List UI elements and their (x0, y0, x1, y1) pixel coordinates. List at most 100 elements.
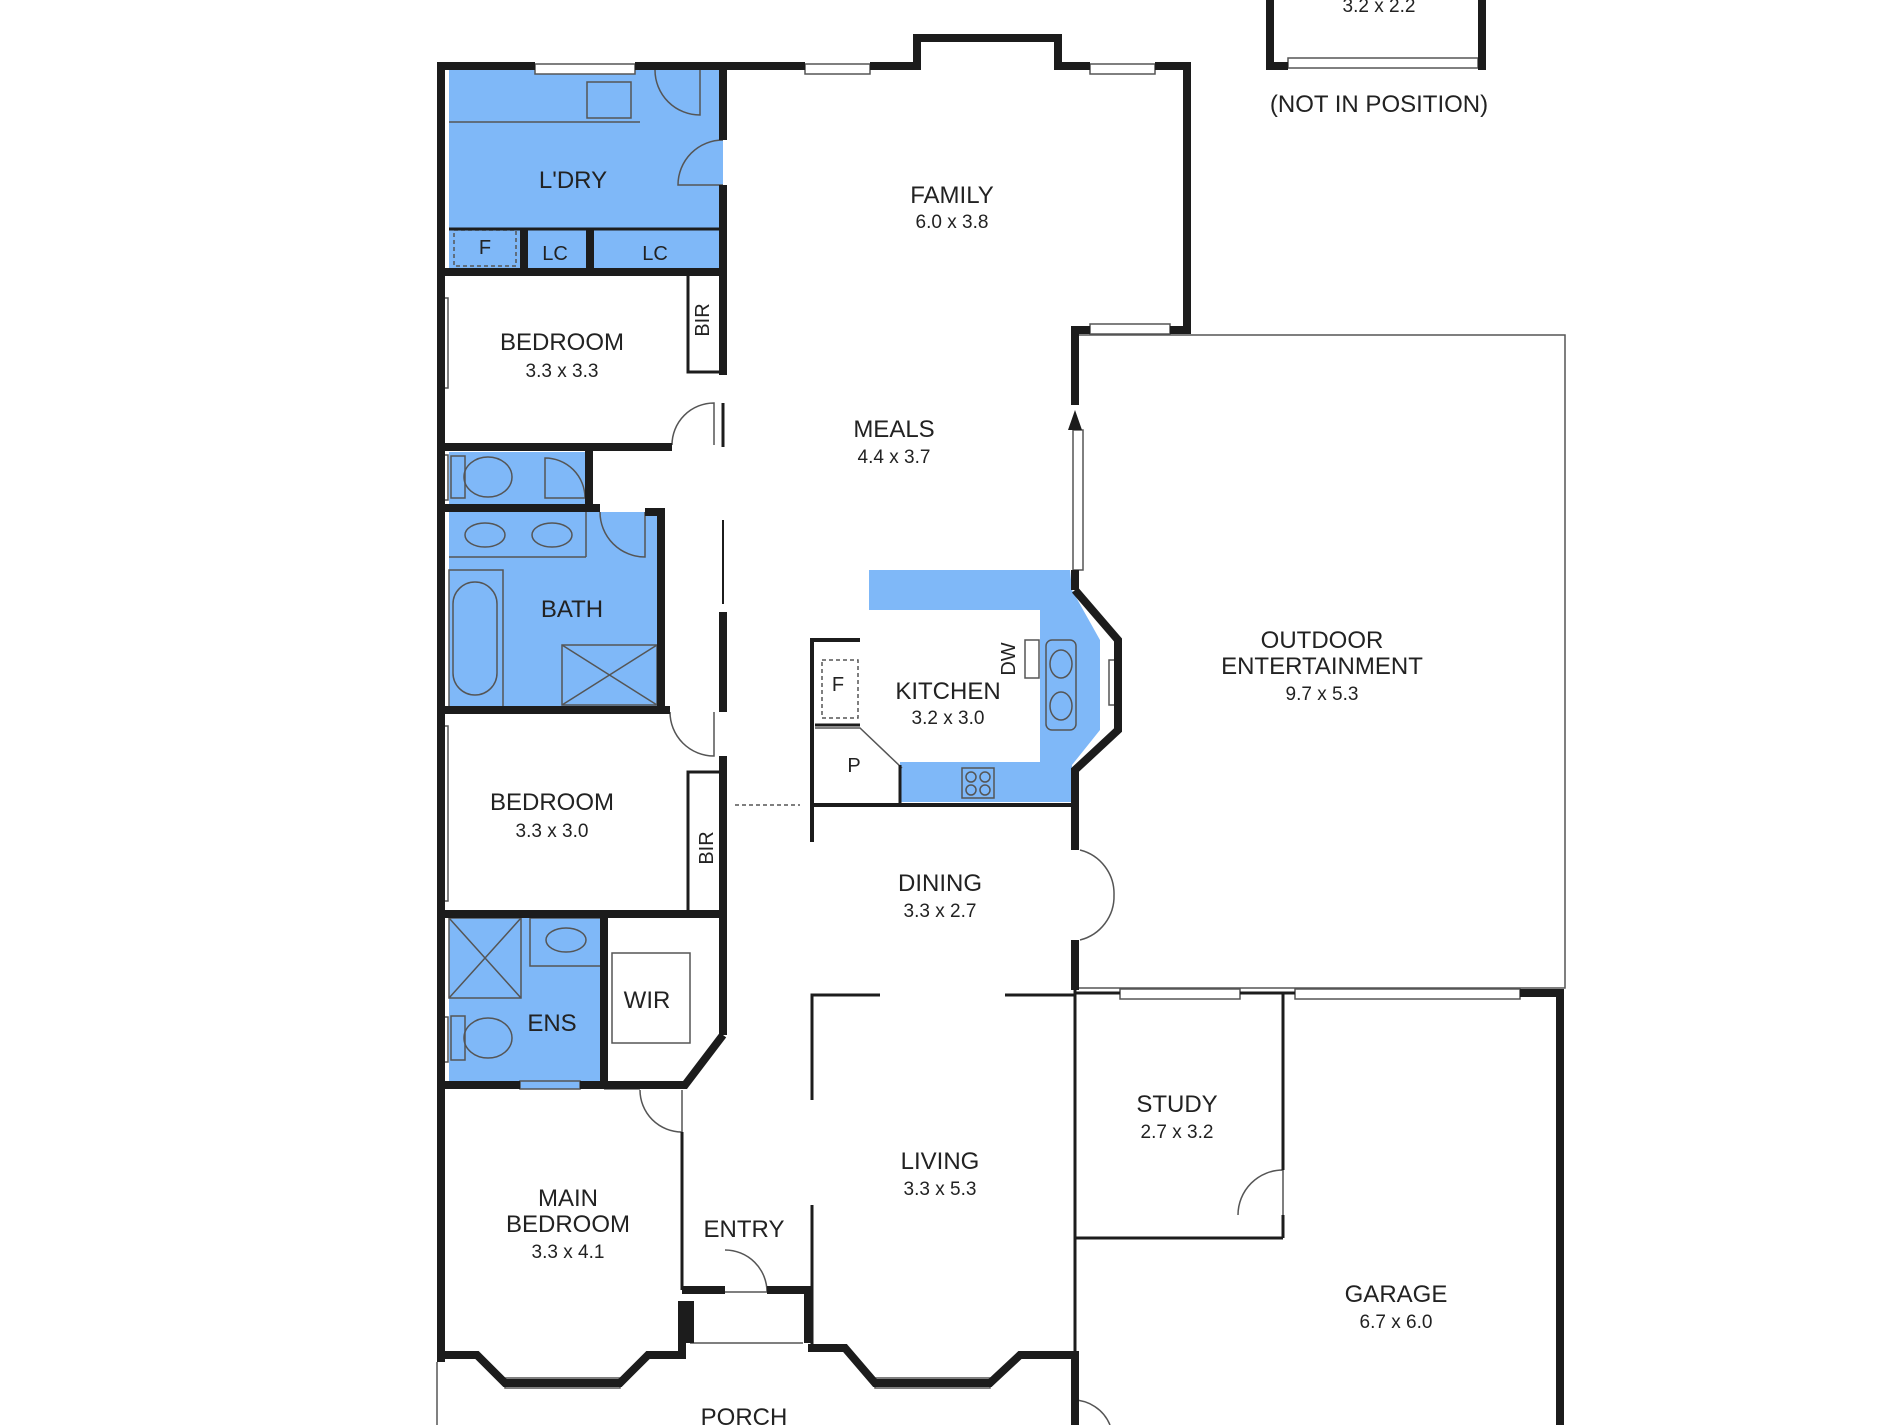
window-family-2 (1089, 63, 1156, 75)
living-dims: 3.3 x 5.3 (904, 1179, 977, 1200)
labels: 3.2 x 2.2 (NOT IN POSITION) L'DRY F LC L… (479, 0, 1488, 1425)
bath-door-arc (599, 511, 646, 558)
ensuite-shower-x2 (448, 917, 522, 999)
bath-fill (449, 512, 659, 707)
linen1-label: LC (542, 243, 568, 265)
bedroom1-dims: 3.3 x 3.3 (526, 361, 599, 382)
wall-family-east (1155, 62, 1191, 334)
shed-walls (1266, 0, 1288, 70)
shed-walls-right (1478, 0, 1486, 70)
walls (437, 0, 1564, 1425)
dishwasher (1024, 639, 1040, 679)
family-name: FAMILY (910, 182, 994, 209)
meals-name: MEALS (853, 416, 934, 443)
outdoor-outline (1078, 334, 1566, 989)
living-name: LIVING (901, 1148, 980, 1175)
ensuite-toilet-cistern (450, 1015, 466, 1061)
wall-living-west (810, 993, 880, 1100)
study-name: STUDY (1136, 1091, 1217, 1118)
wall-bir2 (686, 770, 723, 912)
shed-dims: 3.2 x 2.2 (1343, 0, 1416, 17)
wall-bir1 (686, 272, 723, 374)
main-bedroom-door-arc (639, 1089, 683, 1133)
arrow-marker (1068, 410, 1082, 430)
bir2-label: BIR (696, 831, 718, 864)
fridge-space-kitchen (821, 659, 859, 719)
dining-dims: 3.3 x 2.7 (904, 901, 977, 922)
main-bedroom-dims: 3.3 x 4.1 (532, 1242, 605, 1263)
window-laundry (534, 63, 636, 75)
burner-2 (979, 771, 991, 783)
bedroom1-door-arc (671, 402, 715, 446)
bedroom2-dims: 3.3 x 3.0 (516, 821, 589, 842)
wall-main-bed-bay (441, 1301, 694, 1387)
basin-1 (464, 522, 506, 548)
wall-north-bay (870, 34, 1090, 70)
wall-bath-east (645, 508, 665, 710)
bath-shower-x2 (561, 644, 658, 706)
toilet-door-arc (544, 457, 586, 499)
wet-areas (449, 70, 1100, 1085)
wir-label: WIR (624, 987, 671, 1014)
cooktop (961, 767, 995, 799)
outdoor-dims: 9.7 x 5.3 (1286, 684, 1359, 705)
porch-name: PORCH (701, 1404, 788, 1425)
wall-north-laundry (437, 62, 535, 1362)
wir-outline (611, 952, 691, 1044)
burner-4 (979, 784, 991, 796)
study-door-arc (1237, 1169, 1284, 1216)
wall-kitchen-bay (1071, 587, 1122, 850)
toilet-bowl (463, 456, 513, 498)
wall-garage-east (1520, 989, 1564, 1425)
main-bedroom-name-line1: MAIN (538, 1185, 598, 1212)
garage-name: GARAGE (1345, 1281, 1448, 1308)
ensuite-basin (545, 927, 587, 953)
laundry-side-door-arc (677, 139, 724, 186)
dining-door-arc-1 (1079, 849, 1115, 896)
kitchen-bench-fill (869, 570, 1100, 802)
window-shed (1287, 57, 1479, 69)
laundry-name: L'DRY (539, 167, 607, 194)
bathtub-inner (452, 581, 498, 696)
garage-dims: 6.7 x 6.0 (1360, 1312, 1433, 1333)
window-meals-side (1072, 429, 1084, 571)
burner-3 (965, 784, 977, 796)
kitchen-name: KITCHEN (895, 678, 1000, 705)
basin-2 (531, 522, 573, 548)
bedroom2-name: BEDROOM (490, 789, 614, 816)
main-bedroom-name-line2: BEDROOM (506, 1211, 630, 1238)
dishwasher-label: DW (998, 642, 1020, 675)
wall-wir-diag (604, 1032, 727, 1089)
bedroom2-door-arc (669, 711, 715, 757)
study-dims: 2.7 x 3.2 (1141, 1122, 1214, 1143)
sink-bowl-1 (1049, 649, 1073, 679)
toilet-cistern (450, 455, 466, 499)
wall-meals-east (1071, 326, 1090, 405)
outdoor-name-line2: ENTERTAINMENT (1221, 653, 1423, 680)
entry-name: ENTRY (704, 1216, 785, 1243)
ensuite-name: ENS (527, 1010, 576, 1037)
laundry-tub (586, 81, 632, 119)
dining-door-arc-2 (1079, 894, 1115, 941)
window-study (1119, 988, 1241, 1000)
entry-door-arc (724, 1249, 768, 1293)
family-dims: 6.0 x 3.8 (916, 212, 989, 233)
sink-bowl-2 (1049, 691, 1073, 721)
kitchen-fridge-label: F (832, 674, 844, 696)
window-ens-bottom (519, 1080, 581, 1090)
wall-entry-east (767, 1286, 812, 1343)
laundry-door-arc (654, 69, 701, 116)
outdoor-name-line1: OUTDOOR (1261, 627, 1384, 654)
sink (1045, 639, 1077, 731)
wall-living-bay (808, 1344, 1079, 1425)
burner-1 (965, 771, 977, 783)
window-family-1 (804, 63, 871, 75)
ensuite-toilet-bowl (463, 1017, 513, 1059)
laundry-fridge-label: F (479, 237, 491, 259)
window-garage (1294, 988, 1521, 1000)
pantry-line (815, 727, 903, 769)
window-family-3 (1089, 323, 1171, 335)
meals-dims: 4.4 x 3.7 (858, 447, 931, 468)
bath-name: BATH (541, 596, 603, 623)
